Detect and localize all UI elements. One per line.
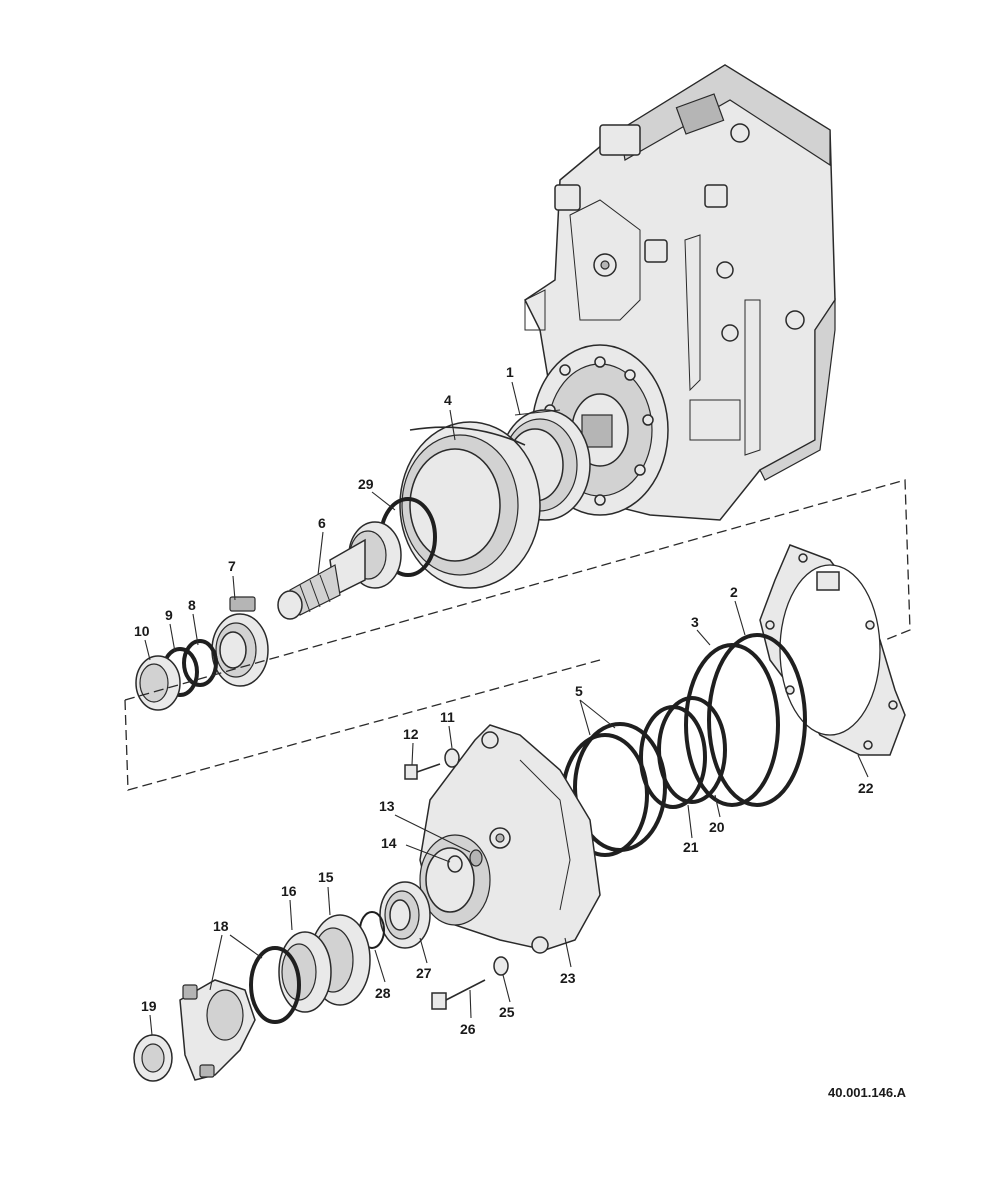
ring-part-2 <box>707 633 807 807</box>
ring-part-8 <box>182 639 218 687</box>
ring-part-10 <box>135 655 181 711</box>
bearing-part-7 <box>211 596 269 687</box>
callout-29: 29 <box>358 476 374 492</box>
yoke-flange <box>179 979 256 1081</box>
callout-25: 25 <box>499 1004 515 1020</box>
callout-18: 18 <box>213 918 229 934</box>
callout-15: 15 <box>318 869 334 885</box>
assembly-boundary <box>124 479 911 791</box>
shaft-part-6 <box>277 521 402 620</box>
nut-part-19 <box>133 1034 173 1082</box>
callout-27: 27 <box>416 965 432 981</box>
callout-13: 13 <box>379 798 395 814</box>
plug-part-14 <box>447 855 463 873</box>
callout-26: 26 <box>460 1021 476 1037</box>
callout-28: 28 <box>375 985 391 1001</box>
transmission-housing <box>524 64 836 521</box>
washer-part-13 <box>469 849 483 867</box>
callout-7: 7 <box>228 558 236 574</box>
leader-lines <box>144 381 869 1036</box>
callout-22: 22 <box>858 780 874 796</box>
callout-10: 10 <box>134 623 150 639</box>
callout-5: 5 <box>575 683 583 699</box>
callout-4: 4 <box>444 392 452 408</box>
washer-part-25 <box>493 956 509 976</box>
callout-23: 23 <box>560 970 576 986</box>
ring-part-3 <box>684 643 780 807</box>
washer-part-11 <box>444 748 460 768</box>
bearing-part-27 <box>379 881 431 949</box>
callout-12: 12 <box>403 726 419 742</box>
callout-19: 19 <box>141 998 157 1014</box>
gasket-part-22 <box>759 544 906 756</box>
callout-1: 1 <box>506 364 514 380</box>
callout-6: 6 <box>318 515 326 531</box>
callout-11: 11 <box>440 709 455 725</box>
ring-part-20 <box>657 696 727 804</box>
seal-part-18 <box>249 946 301 1024</box>
callout-20: 20 <box>709 819 725 835</box>
seal-part-16 <box>278 931 332 1013</box>
bolt-part-12 <box>404 763 441 780</box>
callout-9: 9 <box>165 607 173 623</box>
callout-8: 8 <box>188 597 196 613</box>
bolt-part-26 <box>431 979 486 1010</box>
reference-code: 40.001.146.A <box>828 1085 907 1100</box>
callout-21: 21 <box>683 839 699 855</box>
callout-3: 3 <box>691 614 699 630</box>
callout-2: 2 <box>730 584 738 600</box>
ring-part-21 <box>639 705 707 809</box>
callout-labels: 1 4 29 6 7 8 9 10 11 12 13 14 5 2 3 20 2… <box>134 364 874 1037</box>
callout-14: 14 <box>381 835 397 851</box>
callout-16: 16 <box>281 883 297 899</box>
